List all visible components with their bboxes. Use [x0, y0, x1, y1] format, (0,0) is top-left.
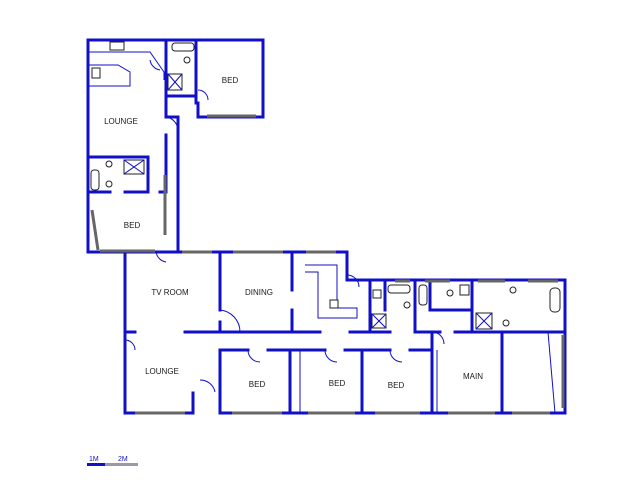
room-label-tv-room: TV ROOM	[151, 288, 189, 297]
scale-label-1m: 1M	[89, 456, 99, 463]
room-label-bed-1: BED	[249, 380, 266, 389]
scale-bar: 1M 2M	[87, 456, 138, 466]
toilet-main-icon	[502, 319, 510, 327]
scale-label-2m: 2M	[118, 456, 128, 463]
windows	[90, 114, 565, 415]
bathtub-left-icon	[90, 169, 100, 191]
bathtub-main-icon	[549, 287, 561, 313]
exterior-walls	[86, 38, 567, 415]
sink-top-icon	[91, 67, 101, 79]
doors	[124, 59, 445, 393]
room-label-lounge-top: LOUNGE	[104, 117, 138, 126]
interior-walls	[86, 38, 567, 415]
toilet-mid-icon	[403, 301, 411, 309]
room-label-dining: DINING	[245, 288, 273, 297]
room-labels: BED LOUNGE BED TV ROOM DINING LOUNGE BED…	[104, 76, 483, 390]
bathtub-mid-icon	[387, 284, 411, 294]
basin-mid2-icon	[459, 284, 470, 296]
room-label-lounge-bottom: LOUNGE	[145, 367, 179, 376]
bathtub-mid2-icon	[418, 284, 428, 306]
scale-segment-1	[87, 463, 105, 466]
basin-left-icon	[105, 160, 113, 168]
fixtures	[90, 41, 561, 330]
stove-top-icon	[109, 41, 125, 51]
room-label-main: MAIN	[463, 372, 483, 381]
toilet-left-icon	[105, 180, 113, 188]
bathtub-top-icon	[171, 42, 195, 52]
basin-mid-icon	[372, 289, 382, 299]
room-label-bed-2: BED	[329, 379, 346, 388]
scale-segment-2	[105, 463, 138, 466]
room-label-bed-top: BED	[222, 76, 239, 85]
room-label-bed-left: BED	[124, 221, 141, 230]
room-label-bed-3: BED	[388, 381, 405, 390]
basin-main-icon	[509, 286, 517, 294]
toilet-mid2-icon	[446, 289, 454, 297]
stove-kitchen-icon	[329, 299, 339, 309]
toilet-top-icon	[183, 56, 191, 64]
